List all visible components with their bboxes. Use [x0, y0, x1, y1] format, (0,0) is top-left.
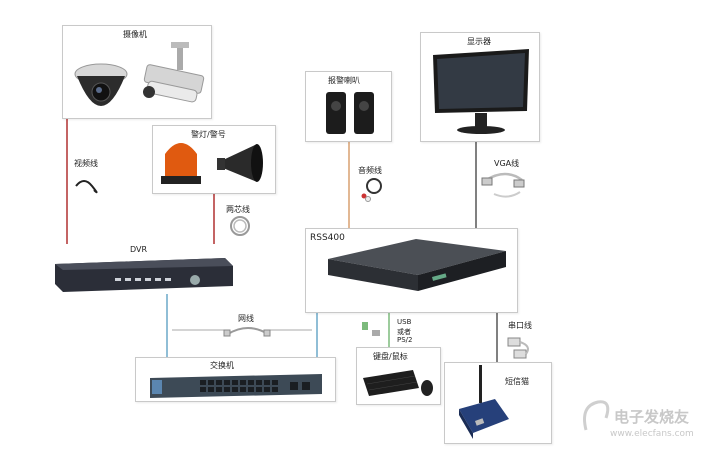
server-box: RSS400 — [305, 228, 518, 313]
sms-modem-icon — [459, 365, 509, 439]
alarm-label: 警灯/警号 — [191, 130, 226, 139]
keyboard-label: 键盘/鼠标 — [373, 352, 408, 361]
serial-cable-icon — [507, 337, 529, 359]
switch-label: 交换机 — [210, 361, 234, 370]
alarm-box: 警灯/警号 — [152, 125, 276, 194]
camera-box: 摄像机 — [62, 25, 212, 119]
dvr-box — [55, 256, 233, 294]
watermark-url: www.elecfans.com — [610, 429, 694, 439]
sms-label: 短信猫 — [505, 377, 529, 386]
twocore-cable-label: 两芯线 — [226, 205, 250, 214]
switch-icon — [150, 374, 322, 398]
server-label: RSS400 — [310, 233, 345, 243]
monitor-label: 显示器 — [467, 37, 491, 46]
video-cable-icon — [75, 180, 98, 194]
usb-label-1: USB — [397, 318, 412, 326]
network-cable-icon — [223, 327, 271, 337]
sms-box: 短信猫 — [444, 362, 552, 444]
speaker-box: 报警喇叭 — [305, 71, 392, 142]
server-icon — [328, 239, 506, 291]
camera-icon — [74, 42, 205, 106]
switch-box: 交换机 — [135, 357, 336, 402]
usb-label-2: 或者 — [397, 328, 411, 336]
dvr-label: DVR — [130, 245, 148, 254]
dvr-icon — [55, 258, 233, 292]
speaker-icon — [326, 92, 374, 134]
keyboard-box: 键盘/鼠标 — [356, 347, 441, 405]
serial-cable-label: 串口线 — [508, 321, 532, 330]
watermark-title: 电子发烧友 — [614, 408, 690, 426]
twocore-cable-icon — [230, 216, 250, 236]
audio-cable-label: 音频线 — [358, 166, 382, 175]
monitor-box: 显示器 — [420, 32, 540, 142]
speaker-label: 报警喇叭 — [328, 76, 360, 85]
usb-cable-icon — [362, 322, 380, 336]
audio-cable-icon — [361, 178, 382, 202]
vga-cable-label: VGA线 — [494, 159, 520, 168]
camera-label: 摄像机 — [123, 30, 147, 39]
video-cable-label: 视频线 — [74, 159, 98, 168]
alarm-icon — [161, 143, 263, 184]
keyboard-icon — [363, 370, 433, 396]
network-cable-label: 网线 — [238, 314, 254, 323]
monitor-icon — [433, 49, 529, 134]
vga-cable-icon — [481, 172, 525, 198]
usb-label-3: PS/2 — [397, 336, 413, 344]
